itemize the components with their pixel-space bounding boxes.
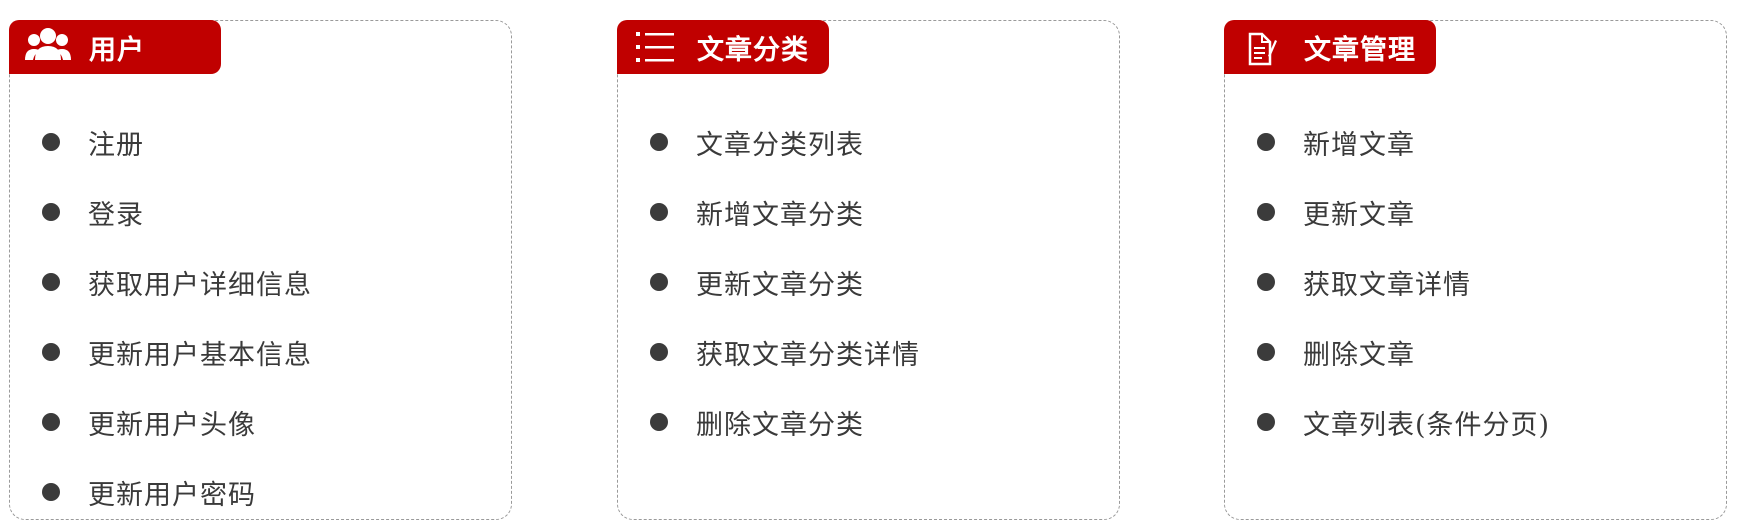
categories-item-list: 文章分类列表 新增文章分类 更新文章分类 获取文章分类详情 删除文章分类 (650, 107, 920, 457)
item-label: 新增文章 (1303, 129, 1415, 161)
list-item-login[interactable]: 登录 (42, 177, 312, 247)
item-label: 更新文章 (1303, 199, 1415, 231)
users-item-list: 注册 登录 获取用户详细信息 更新用户基本信息 更新用户头像 更新用户密码 (42, 107, 312, 527)
bullet (650, 203, 668, 221)
list-item-article-list[interactable]: 文章列表(条件分页) (1257, 387, 1550, 457)
item-label: 获取用户详细信息 (88, 269, 312, 301)
list-item-register[interactable]: 注册 (42, 107, 312, 177)
item-label: 删除文章分类 (696, 409, 864, 441)
list-item-category-list[interactable]: 文章分类列表 (650, 107, 920, 177)
bullet (1257, 413, 1275, 431)
list-icon (633, 24, 679, 70)
bullet (1257, 133, 1275, 151)
categories-panel: 文章分类 文章分类列表 新增文章分类 更新文章分类 获取文章分类详情 删除文章分… (617, 20, 1120, 520)
list-item-category-detail[interactable]: 获取文章分类详情 (650, 317, 920, 387)
item-label: 获取文章详情 (1303, 269, 1471, 301)
item-label: 更新用户基本信息 (88, 339, 312, 371)
bullet (42, 483, 60, 501)
articles-panel: 文章管理 新增文章 更新文章 获取文章详情 删除文章 文章列表(条件分页) (1224, 20, 1727, 520)
item-label: 文章分类列表 (696, 129, 864, 161)
list-item-get-user-info[interactable]: 获取用户详细信息 (42, 247, 312, 317)
item-label: 删除文章 (1303, 339, 1415, 371)
categories-panel-title: 文章分类 (697, 34, 809, 66)
list-item-add-article[interactable]: 新增文章 (1257, 107, 1550, 177)
item-label: 文章列表(条件分页) (1303, 409, 1551, 441)
list-item-update-avatar[interactable]: 更新用户头像 (42, 387, 312, 457)
articles-panel-title: 文章管理 (1304, 34, 1416, 66)
document-edit-icon (1240, 24, 1286, 70)
bullet (650, 343, 668, 361)
item-label: 新增文章分类 (696, 199, 864, 231)
item-label: 更新文章分类 (696, 269, 864, 301)
bullet (1257, 273, 1275, 291)
articles-panel-header: 文章管理 (1224, 20, 1436, 74)
list-item-update-password[interactable]: 更新用户密码 (42, 457, 312, 527)
bullet (1257, 203, 1275, 221)
bullet (42, 413, 60, 431)
list-item-article-detail[interactable]: 获取文章详情 (1257, 247, 1550, 317)
item-label: 注册 (88, 129, 144, 161)
bullet (42, 343, 60, 361)
list-item-delete-article[interactable]: 删除文章 (1257, 317, 1550, 387)
bullet (1257, 343, 1275, 361)
item-label: 更新用户密码 (88, 479, 256, 511)
item-label: 更新用户头像 (88, 409, 256, 441)
item-label: 登录 (88, 199, 144, 231)
bullet (42, 273, 60, 291)
bullet (650, 413, 668, 431)
users-icon (25, 24, 71, 70)
list-item-update-category[interactable]: 更新文章分类 (650, 247, 920, 317)
list-item-add-category[interactable]: 新增文章分类 (650, 177, 920, 247)
categories-panel-header: 文章分类 (617, 20, 829, 74)
list-item-delete-category[interactable]: 删除文章分类 (650, 387, 920, 457)
users-panel-header: 用户 (9, 20, 221, 74)
bullet (42, 133, 60, 151)
users-panel-title: 用户 (89, 34, 145, 66)
articles-item-list: 新增文章 更新文章 获取文章详情 删除文章 文章列表(条件分页) (1257, 107, 1550, 457)
bullet (650, 273, 668, 291)
bullet (650, 133, 668, 151)
list-item-update-user-info[interactable]: 更新用户基本信息 (42, 317, 312, 387)
users-panel: 用户 注册 登录 获取用户详细信息 更新用户基本信息 更新用户头像 更新用户密码 (9, 20, 512, 520)
bullet (42, 203, 60, 221)
item-label: 获取文章分类详情 (696, 339, 920, 371)
list-item-update-article[interactable]: 更新文章 (1257, 177, 1550, 247)
